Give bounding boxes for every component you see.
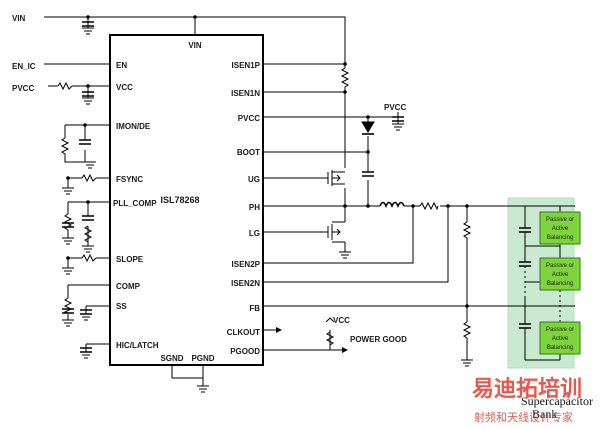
pin-isen1p: ISEN1P xyxy=(232,61,261,70)
pin-pgnd: PGND xyxy=(191,354,214,363)
chip-name: ISL78268 xyxy=(160,195,199,205)
pin-pvcc: PVCC xyxy=(238,114,260,123)
pgood-arrow-icon xyxy=(342,347,348,353)
pin-lg: LG xyxy=(249,229,260,238)
pin-isen2n: ISEN2N xyxy=(231,279,260,288)
pin-vin: VIN xyxy=(188,41,202,50)
label-vcc: VCC xyxy=(333,316,350,325)
pin-sgnd: SGND xyxy=(160,354,183,363)
svg-text:Active: Active xyxy=(552,226,569,232)
watermark-sub: 射频和天线设计专家 xyxy=(474,410,573,424)
label-pvcc-right: PVCC xyxy=(384,103,406,112)
boot-diode-icon xyxy=(361,121,375,135)
pin-pgood: PGOOD xyxy=(230,347,260,356)
bank-label-line1: Supercapacitor xyxy=(521,394,593,408)
svg-text:Balancing: Balancing xyxy=(547,235,573,241)
pin-clkout: CLKOUT xyxy=(227,328,260,337)
pin-isen1n: ISEN1N xyxy=(231,89,260,98)
svg-text:Balancing: Balancing xyxy=(547,345,573,351)
bank-label-line2: Bank xyxy=(532,407,557,421)
label-power-good: POWER GOOD xyxy=(350,335,407,344)
ground-symbols xyxy=(62,27,473,393)
low-side-mosfet-icon xyxy=(327,221,345,243)
pin-fsync: FSYNC xyxy=(116,175,143,184)
pin-isen2p: ISEN2P xyxy=(232,260,261,269)
balancing-block-1: Passive or Active Balancing xyxy=(539,211,581,245)
svg-text:Balancing: Balancing xyxy=(547,281,573,287)
resistors xyxy=(57,67,472,346)
pin-en: EN xyxy=(116,61,127,70)
pin-vcc: VCC xyxy=(116,83,133,92)
pin-comp: COMP xyxy=(116,282,141,291)
inductor-icon xyxy=(379,201,405,209)
vcc-rail-symbol xyxy=(325,317,335,323)
pin-slope: SLOPE xyxy=(116,255,144,264)
label-vin: VIN xyxy=(12,14,26,23)
pin-ss: SS xyxy=(116,302,127,311)
pin-hic-latch: HIC/LATCH xyxy=(116,341,159,350)
high-side-mosfet-icon xyxy=(327,170,345,186)
pin-ug: UG xyxy=(248,175,260,184)
svg-text:Active: Active xyxy=(552,272,569,278)
junction-dots xyxy=(66,15,469,308)
svg-text:Passive or: Passive or xyxy=(546,263,574,269)
label-en-ic: EN_IC xyxy=(12,62,36,71)
svg-text:Passive or: Passive or xyxy=(546,327,574,333)
supercap-stack xyxy=(519,206,561,361)
watermark-main: 易迪拓培训 xyxy=(472,376,582,402)
pin-pll-comp: PLL_COMP xyxy=(113,199,157,208)
pin-boot: BOOT xyxy=(237,148,260,157)
clkout-arrow-icon xyxy=(276,327,282,333)
pin-fb: FB xyxy=(249,304,260,313)
balancing-block-3: Passive or Active Balancing xyxy=(539,321,581,355)
pin-imon-de: IMON/DE xyxy=(116,122,151,131)
chip-body xyxy=(109,34,264,366)
balancing-block-2: Passive or Active Balancing xyxy=(539,257,581,291)
svg-text:Active: Active xyxy=(552,336,569,342)
pin-ph: PH xyxy=(249,203,260,212)
label-pvcc-left: PVCC xyxy=(12,84,34,93)
svg-text:Passive or: Passive or xyxy=(546,217,574,223)
